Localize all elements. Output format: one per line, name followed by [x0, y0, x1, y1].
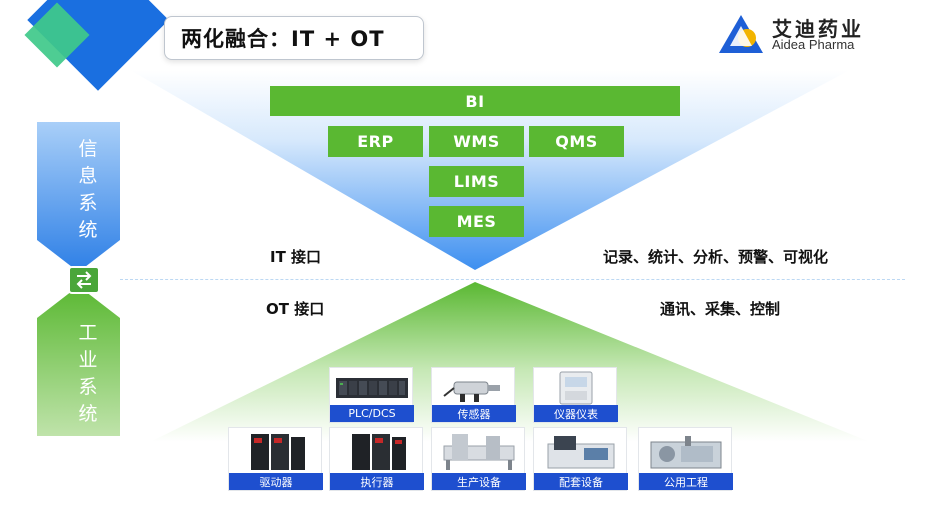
page-title: 两化融合：IT + OT — [164, 16, 424, 60]
production-equipment-image — [443, 434, 515, 470]
instrument-image — [559, 371, 593, 405]
exchange-icon — [68, 266, 100, 294]
device-card-drive: 驱动器 — [228, 427, 323, 491]
device-card-auxiliary: 配套设备 — [533, 427, 628, 491]
device-card-sensor: 传感器 — [431, 367, 516, 423]
ot-interface-label: OT 接口 — [266, 300, 325, 318]
logo-name-cn: 艾迪药业 — [772, 17, 864, 41]
utility-equipment-image — [650, 436, 722, 469]
servo-drive-image — [251, 434, 305, 470]
device-caption: PLC/DCS — [330, 405, 414, 422]
auxiliary-equipment-image — [547, 436, 615, 469]
erp-box: ERP — [328, 126, 423, 157]
device-caption: 执行器 — [330, 473, 424, 490]
ot-functions-label: 通讯、采集、控制 — [660, 300, 781, 318]
it-interface-label: IT 接口 — [270, 248, 322, 266]
device-card-plc: PLC/DCS — [329, 367, 414, 423]
wms-box: WMS — [429, 126, 524, 157]
info-system-arrow — [37, 122, 120, 272]
device-card-utility: 公用工程 — [638, 427, 733, 491]
mes-box: MES — [429, 206, 524, 237]
lims-box: LIMS — [429, 166, 524, 197]
sensor-image — [443, 381, 500, 402]
industrial-system-arrow — [37, 286, 120, 436]
device-card-instrument: 仪器仪表 — [533, 367, 618, 423]
device-card-production: 生产设备 — [431, 427, 526, 491]
device-caption: 配套设备 — [534, 473, 628, 490]
plc-rack-image — [336, 378, 408, 398]
actuator-image — [352, 434, 406, 470]
layer-divider — [120, 279, 905, 280]
bi-box: BI — [270, 86, 680, 116]
device-caption: 仪器仪表 — [534, 405, 618, 422]
device-caption: 公用工程 — [639, 473, 733, 490]
industrial-system-label: 工业系统 — [78, 322, 98, 425]
device-caption: 传感器 — [432, 405, 516, 422]
device-card-actuator: 执行器 — [329, 427, 424, 491]
device-caption: 生产设备 — [432, 473, 526, 490]
info-system-label: 信息系统 — [78, 138, 98, 241]
it-functions-label: 记录、统计、分析、预警、可视化 — [603, 248, 829, 266]
device-caption: 驱动器 — [229, 473, 323, 490]
qms-box: QMS — [529, 126, 624, 157]
logo-name-en: Aidea Pharma — [772, 37, 855, 52]
aidea-logo-icon — [719, 15, 763, 53]
